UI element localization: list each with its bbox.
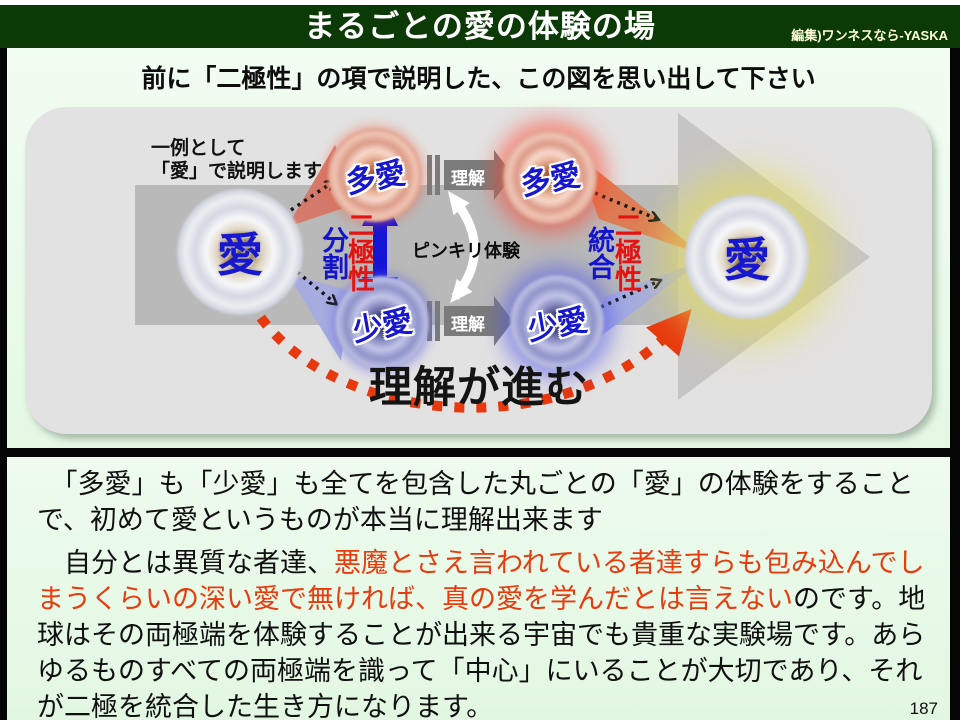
body-segment-red: 悪魔とさえ言われている者達すらも包み込んでし <box>334 548 925 578</box>
polarity-label-left: 二極性 <box>344 211 374 292</box>
slide-body: 前に「二極性」の項で説明した、この図を思い出して下さい <box>0 48 960 722</box>
slide-header-bar: まるごとの愛の体験の場 編集)ワンネスなら-YASKA <box>0 5 960 48</box>
body-line: 「多愛」も「少愛」も全てを包含した丸ごとの「愛」の体験をすること <box>37 466 937 502</box>
merge-fan-bottom <box>578 260 703 353</box>
body-line: で、初めて愛というものが本当に理解出来ます <box>37 502 937 538</box>
little-love-circle-2: 少愛 <box>510 275 604 369</box>
little-love-circle-2-texture <box>510 275 604 369</box>
editor-credit: 編集)ワンネスなら-YASKA <box>791 28 948 43</box>
understand-arrow-bottom <box>427 296 513 346</box>
understand-label-top: 理解 <box>451 169 485 188</box>
page-number: 187 <box>909 699 938 718</box>
body-line: 球はその両極端を体験することが出来る宇宙でも貴重な実験場です。あら <box>37 617 937 653</box>
many-love-circle-1-label: 多愛 <box>343 156 409 200</box>
love-circle-left: 愛 <box>177 189 303 315</box>
love-circle-left-label: 愛 <box>217 229 263 281</box>
merge-fan-top <box>575 153 703 255</box>
pinkiri-curve-arrow <box>447 190 479 303</box>
section-divider <box>0 448 960 457</box>
slide-title: まるごとの愛の体験の場 <box>304 9 656 44</box>
body-segment-black: ゆるものすべての両極端を識って「中心」にいることが大切であり、それ <box>37 656 923 686</box>
body-segment-black: で、初めて愛というものが本当に理解出来ます <box>37 505 603 535</box>
body-line: が二極を統合した生き方になります。 <box>37 689 937 725</box>
understand-arrow-top <box>427 150 513 200</box>
unify-label: 統合 <box>584 226 614 280</box>
intro-heading: 前に「二極性」の項で説明した、この図を思い出して下さい <box>141 65 816 93</box>
body-text: 「多愛」も「少愛」も全てを包含した丸ごとの「愛」の体験をすることで、初めて愛とい… <box>37 466 937 725</box>
body-segment-red: まうくらいの深い愛で無ければ、真の愛を学んだとは言えない <box>37 584 793 614</box>
polarity-label-right: 二極性 <box>611 211 641 292</box>
pinkiri-experience-label: ピンキリ体験 <box>412 241 520 261</box>
example-note: 一例として 「愛」で説明します <box>151 138 323 182</box>
love-circle-right: 愛 <box>685 195 809 319</box>
top-section: 前に「二極性」の項で説明した、この図を思い出して下さい <box>7 48 950 448</box>
body-segment-black: 「多愛」も「少愛」も全てを包含した丸ごとの「愛」の体験をすること <box>37 469 914 499</box>
understand-label-bottom: 理解 <box>451 315 485 334</box>
many-love-circle-2: 多愛 <box>503 130 597 224</box>
red-dotted-progress-arrow <box>244 296 692 413</box>
body-line: ゆるものすべての両極端を識って「中心」にいることが大切であり、それ <box>37 653 937 689</box>
body-segment-black: 球はその両極端を体験することが出来る宇宙でも貴重な実験場です。あら <box>37 620 926 650</box>
bottom-section: 「多愛」も「少愛」も全てを包含した丸ごとの「愛」の体験をすることで、初めて愛とい… <box>7 457 950 722</box>
left-border <box>0 48 7 720</box>
body-segment-black: が二極を統合した生き方になります。 <box>37 692 494 722</box>
body-line: まうくらいの深い愛で無ければ、真の愛を学んだとは言えないのです。地 <box>37 581 937 617</box>
many-love-circle-2-texture <box>503 130 597 224</box>
split-label: 分割 <box>318 226 348 280</box>
polarity-diagram: 愛 多愛 少愛 多愛 少愛 愛 <box>25 107 932 434</box>
love-circle-right-label: 愛 <box>724 234 770 286</box>
right-border <box>950 48 960 720</box>
body-segment-black: 自分とは異質な者達、 <box>37 548 334 578</box>
love-circle-left-texture <box>177 189 303 315</box>
body-line: 自分とは異質な者達、悪魔とさえ言われている者達すらも包み込んでし <box>37 545 937 581</box>
many-love-circle-2-label: 多愛 <box>518 158 584 202</box>
understanding-progresses-label: 理解が進む <box>369 364 589 412</box>
many-love-circle-1: 多愛 <box>328 128 422 222</box>
love-circle-right-texture <box>685 195 809 319</box>
body-segment-black: のです。地 <box>793 584 926 614</box>
